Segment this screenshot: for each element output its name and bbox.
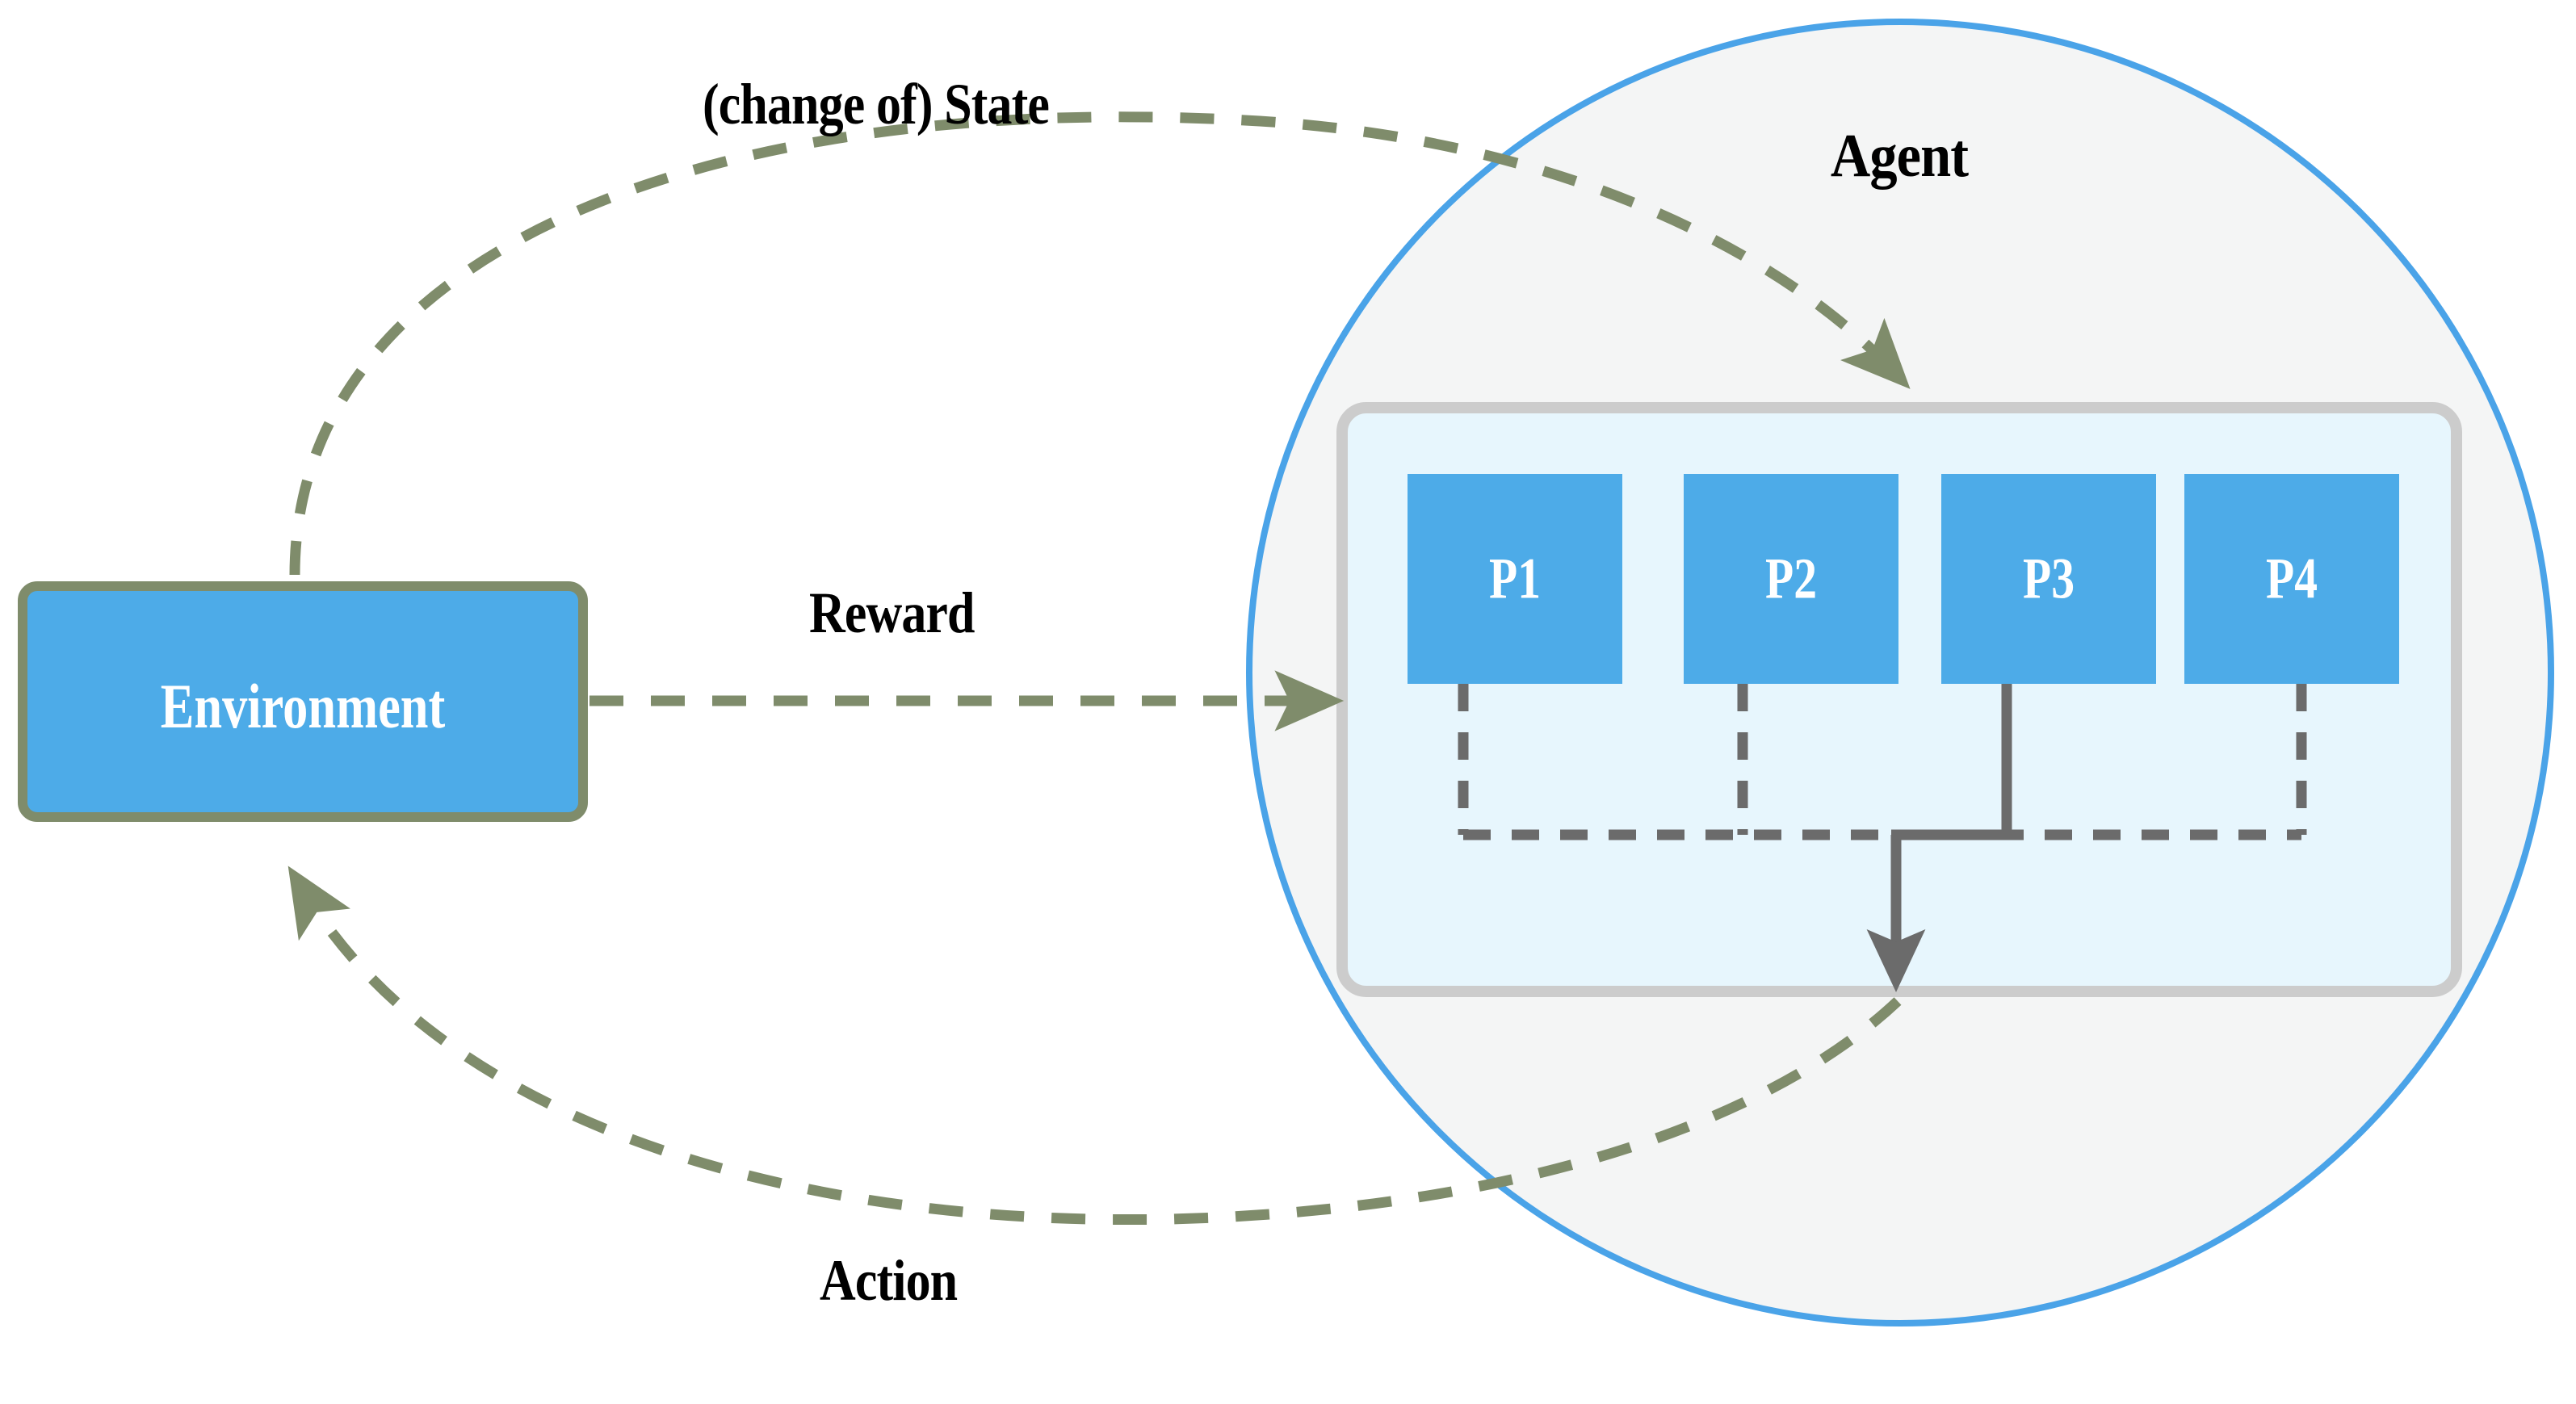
agent-title: Agent bbox=[1830, 122, 1969, 190]
policy-box-label-p4: P4 bbox=[2266, 546, 2318, 611]
edge-label-reward: Reward bbox=[809, 580, 975, 645]
policy-box-p3[interactable] bbox=[1941, 474, 2156, 684]
environment-box-label: Environment bbox=[160, 671, 446, 741]
policy-box-p1[interactable] bbox=[1408, 474, 1622, 684]
edge-state-arrow bbox=[289, 111, 1911, 576]
policy-box-label-p1: P1 bbox=[1489, 546, 1541, 611]
edge-label-action: Action bbox=[820, 1248, 958, 1313]
policy-box-p2[interactable] bbox=[1684, 474, 1898, 684]
environment-box[interactable] bbox=[18, 581, 588, 822]
policy-box-label-p2: P2 bbox=[1765, 546, 1817, 611]
edge-action-arrow bbox=[287, 865, 1902, 1226]
policy-box-label-p3: P3 bbox=[2023, 546, 2075, 611]
policy-box-p4[interactable] bbox=[2184, 474, 2399, 684]
edge-label-state: (change of) State bbox=[703, 72, 1050, 136]
